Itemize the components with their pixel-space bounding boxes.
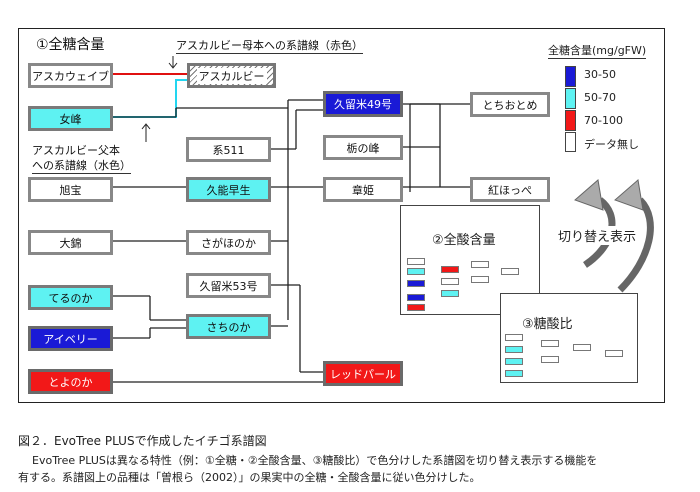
mother-line-annotation: アスカルビー母本への系譜線（赤色） xyxy=(176,39,363,54)
node-kurume53[interactable]: 久留米53号 xyxy=(186,273,271,298)
mini-node xyxy=(407,280,425,287)
node-terunoka[interactable]: てるのか xyxy=(28,285,113,310)
legend-label-50-70: 50-70 xyxy=(584,91,616,104)
mini-node xyxy=(441,290,459,297)
pedigree-panel xyxy=(18,28,665,403)
description-line-2: 有する。系譜図上の品種は「曽根ら（2002）」の果実中の全糖・全酸含量に従い色分… xyxy=(18,471,481,484)
node-toyonoka[interactable]: とよのか xyxy=(28,369,113,394)
legend-swatch-70-100 xyxy=(565,110,576,131)
node-asuka-wave[interactable]: アスカウェイブ xyxy=(28,63,113,88)
mini-node xyxy=(407,258,425,265)
mini-node xyxy=(441,266,459,273)
thumbnail-acid-title: ②全酸含量 xyxy=(432,229,496,248)
description-line-1: EvoTree PLUSは異なる特性（例：①全糖・②全酸含量、③糖酸比）で色分け… xyxy=(32,454,598,467)
switch-display-label: 切り替え表示 xyxy=(556,226,639,245)
node-sachinoka[interactable]: さちのか xyxy=(186,314,271,339)
panel-title: ①全糖含量 xyxy=(36,37,105,53)
mini-node xyxy=(505,358,523,365)
legend-label-70-100: 70-100 xyxy=(584,114,623,127)
mini-node xyxy=(505,334,523,341)
mini-node xyxy=(501,268,519,275)
node-iberry[interactable]: アイベリー xyxy=(28,326,113,351)
legend-swatch-30-50 xyxy=(565,66,576,87)
mini-node xyxy=(505,346,523,353)
mini-node xyxy=(471,276,489,283)
node-taikin[interactable]: 大錦 xyxy=(28,230,113,255)
node-tochinomine[interactable]: 栃の峰 xyxy=(323,135,403,160)
node-nyoho[interactable]: 女峰 xyxy=(28,106,113,131)
mini-node xyxy=(407,304,425,311)
mini-node xyxy=(541,356,559,363)
node-benihoppe[interactable]: 紅ほっぺ xyxy=(470,177,550,202)
thumbnail-ratio-title: ③糖酸比 xyxy=(522,313,573,332)
node-kunowase[interactable]: 久能早生 xyxy=(186,177,271,202)
node-red-pearl[interactable]: レッドパール xyxy=(323,361,403,386)
mini-node xyxy=(541,340,559,347)
legend-label-30-50: 30-50 xyxy=(584,68,616,81)
father-line-annotation-2: への系譜線（水色） xyxy=(32,159,131,174)
node-asuka-ruby-label: アスカルビー xyxy=(196,67,267,84)
mini-node xyxy=(407,268,425,275)
legend-label-no-data: データ無し xyxy=(584,138,639,151)
node-kei511[interactable]: 系511 xyxy=(186,137,271,162)
figure-description: EvoTree PLUSは異なる特性（例：①全糖・②全酸含量、③糖酸比）で色分け… xyxy=(18,452,688,486)
mini-node xyxy=(407,294,425,301)
node-sagahonoka[interactable]: さがほのか xyxy=(186,230,271,255)
mini-node xyxy=(441,278,459,285)
node-kurume49[interactable]: 久留米49号 xyxy=(323,91,403,117)
figure-caption: 図２．EvoTree PLUSで作成したイチゴ系譜図 xyxy=(18,434,267,448)
node-tochiotome[interactable]: とちおとめ xyxy=(470,92,550,117)
legend-swatch-no-data xyxy=(565,132,576,152)
mini-node xyxy=(573,344,591,351)
mini-node xyxy=(471,261,489,268)
node-asuka-ruby[interactable]: アスカルビー xyxy=(187,63,276,88)
node-akihime[interactable]: 章姫 xyxy=(323,177,403,202)
mini-node xyxy=(505,370,523,377)
mini-node xyxy=(605,350,623,357)
legend-title: 全糖含量(mg/gFW) xyxy=(548,44,647,59)
legend-swatch-50-70 xyxy=(565,88,576,109)
node-kyokuho[interactable]: 旭宝 xyxy=(28,177,113,202)
father-line-annotation-1: アスカルビー父本 xyxy=(32,144,120,157)
thumbnail-sugar-acid-ratio[interactable] xyxy=(500,293,638,383)
